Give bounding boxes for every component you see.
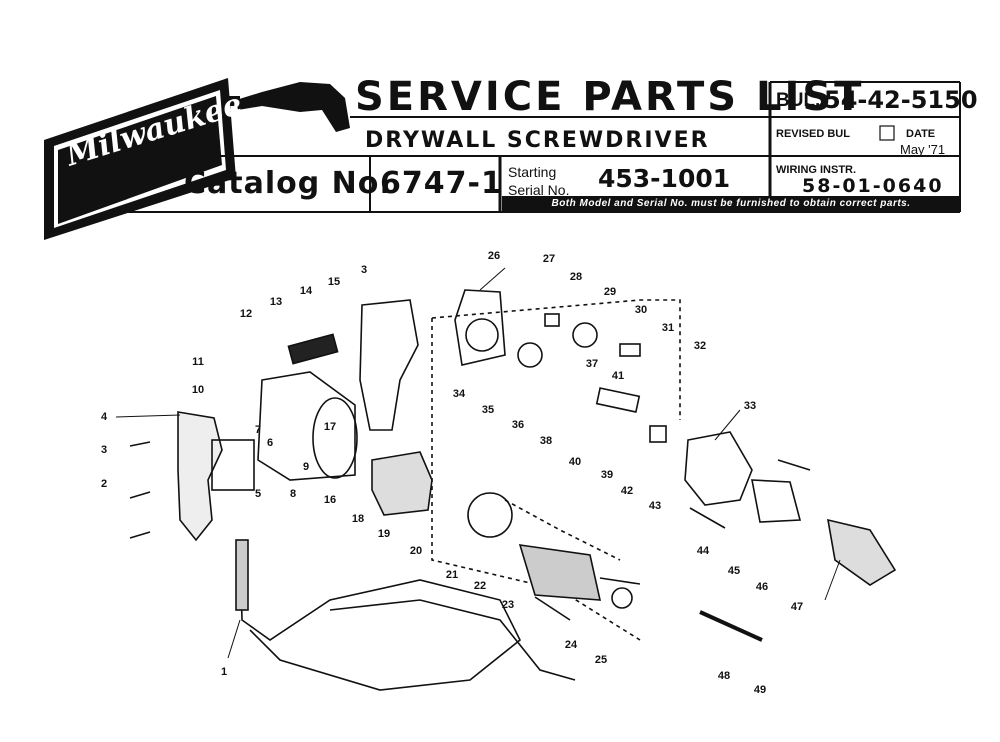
part-label: 21 — [445, 569, 459, 581]
part-label: 19 — [377, 528, 391, 540]
part-label: 30 — [634, 304, 648, 316]
order-note: Both Model and Serial No. must be furnis… — [502, 196, 960, 211]
bit-part — [699, 610, 763, 642]
bearing-43 — [649, 425, 667, 443]
bearing-part — [611, 587, 633, 609]
spindle-31 — [619, 343, 641, 357]
switch-part — [211, 439, 255, 491]
cord-part — [239, 544, 576, 691]
part-label: 44 — [696, 545, 710, 557]
part-label: 3 — [360, 264, 368, 276]
part-label: 36 — [511, 419, 525, 431]
part-label: 10 — [191, 384, 205, 396]
date-label: DATE — [906, 128, 936, 140]
part-label: 24 — [564, 639, 578, 651]
product-subtitle: DRYWALL SCREWDRIVER — [365, 128, 710, 153]
bearing-27 — [544, 313, 560, 327]
gear-part-29 — [572, 322, 598, 348]
part-label: 3 — [100, 444, 108, 456]
housing-part — [257, 371, 356, 481]
baffle-part — [467, 492, 513, 538]
part-label: 34 — [452, 388, 466, 400]
wiring-number: 58-01-0640 — [802, 175, 944, 197]
part-label: 28 — [569, 271, 583, 283]
part-label: 46 — [755, 581, 769, 593]
part-label: 15 — [327, 276, 341, 288]
gear-case-part — [454, 289, 506, 366]
armature-part — [518, 544, 602, 601]
part-label: 12 — [239, 308, 253, 320]
cord-guard — [235, 539, 249, 611]
part-label: 27 — [542, 253, 556, 265]
part-label: 16 — [323, 494, 337, 506]
part-label: 29 — [603, 286, 617, 298]
catalog-number: 6747-1 — [380, 166, 503, 201]
part-label: 39 — [600, 469, 614, 481]
part-label: 48 — [717, 670, 731, 682]
handle-part — [177, 411, 223, 542]
spindle-39 — [595, 387, 641, 413]
part-label: 49 — [753, 684, 767, 696]
serial-label: Serial No. — [508, 182, 570, 198]
part-label: 38 — [539, 435, 553, 447]
part-label: 31 — [661, 322, 675, 334]
gear-housing-part — [684, 431, 753, 506]
part-label: 5 — [254, 488, 262, 500]
part-label: 40 — [568, 456, 582, 468]
revised-label: REVISED BUL — [776, 128, 850, 140]
date-value: May '71 — [900, 142, 946, 157]
part-label: 17 — [323, 421, 337, 433]
assembly-guide — [431, 299, 681, 641]
part-label: 26 — [487, 250, 501, 262]
part-label: 11 — [192, 356, 204, 368]
housing-opening — [312, 397, 358, 479]
part-label: 43 — [648, 500, 662, 512]
part-label: 41 — [611, 370, 625, 382]
bulletin-label: BUL. — [776, 90, 821, 111]
bulletin-number: 54-42-5150 — [824, 86, 978, 114]
part-label: 32 — [693, 340, 707, 352]
wiring-label: WIRING INSTR. — [776, 164, 857, 176]
clutch-part — [751, 479, 802, 523]
part-label: 2 — [100, 478, 108, 490]
part-label: 45 — [727, 565, 741, 577]
part-label: 47 — [790, 601, 804, 613]
field-part — [371, 451, 433, 516]
drill-icon — [224, 82, 350, 132]
part-label: 35 — [481, 404, 495, 416]
part-label: 7 — [254, 424, 262, 436]
part-label: 14 — [299, 285, 313, 297]
part-label: 4 — [100, 411, 108, 423]
part-label: 25 — [594, 654, 608, 666]
nosepiece-part — [827, 518, 897, 586]
serial-number: 453-1001 — [598, 164, 731, 193]
nameplate-part — [287, 333, 339, 365]
part-label: 33 — [743, 400, 757, 412]
handle-cover-part — [359, 299, 419, 431]
part-label: 1 — [220, 666, 228, 678]
part-label: 8 — [289, 488, 297, 500]
part-label: 13 — [269, 296, 283, 308]
part-label: 22 — [473, 580, 487, 592]
part-label: 20 — [409, 545, 423, 557]
starting-label: Starting — [508, 164, 557, 180]
gear-part — [517, 342, 543, 368]
part-label: 18 — [351, 513, 365, 525]
part-label: 9 — [302, 461, 310, 473]
part-label: 23 — [501, 599, 515, 611]
part-label: 37 — [585, 358, 599, 370]
part-label: 42 — [620, 485, 634, 497]
page-title: SERVICE PARTS LIST — [355, 74, 865, 120]
catalog-label: Catalog No. — [184, 166, 392, 201]
part-label: 6 — [266, 437, 274, 449]
